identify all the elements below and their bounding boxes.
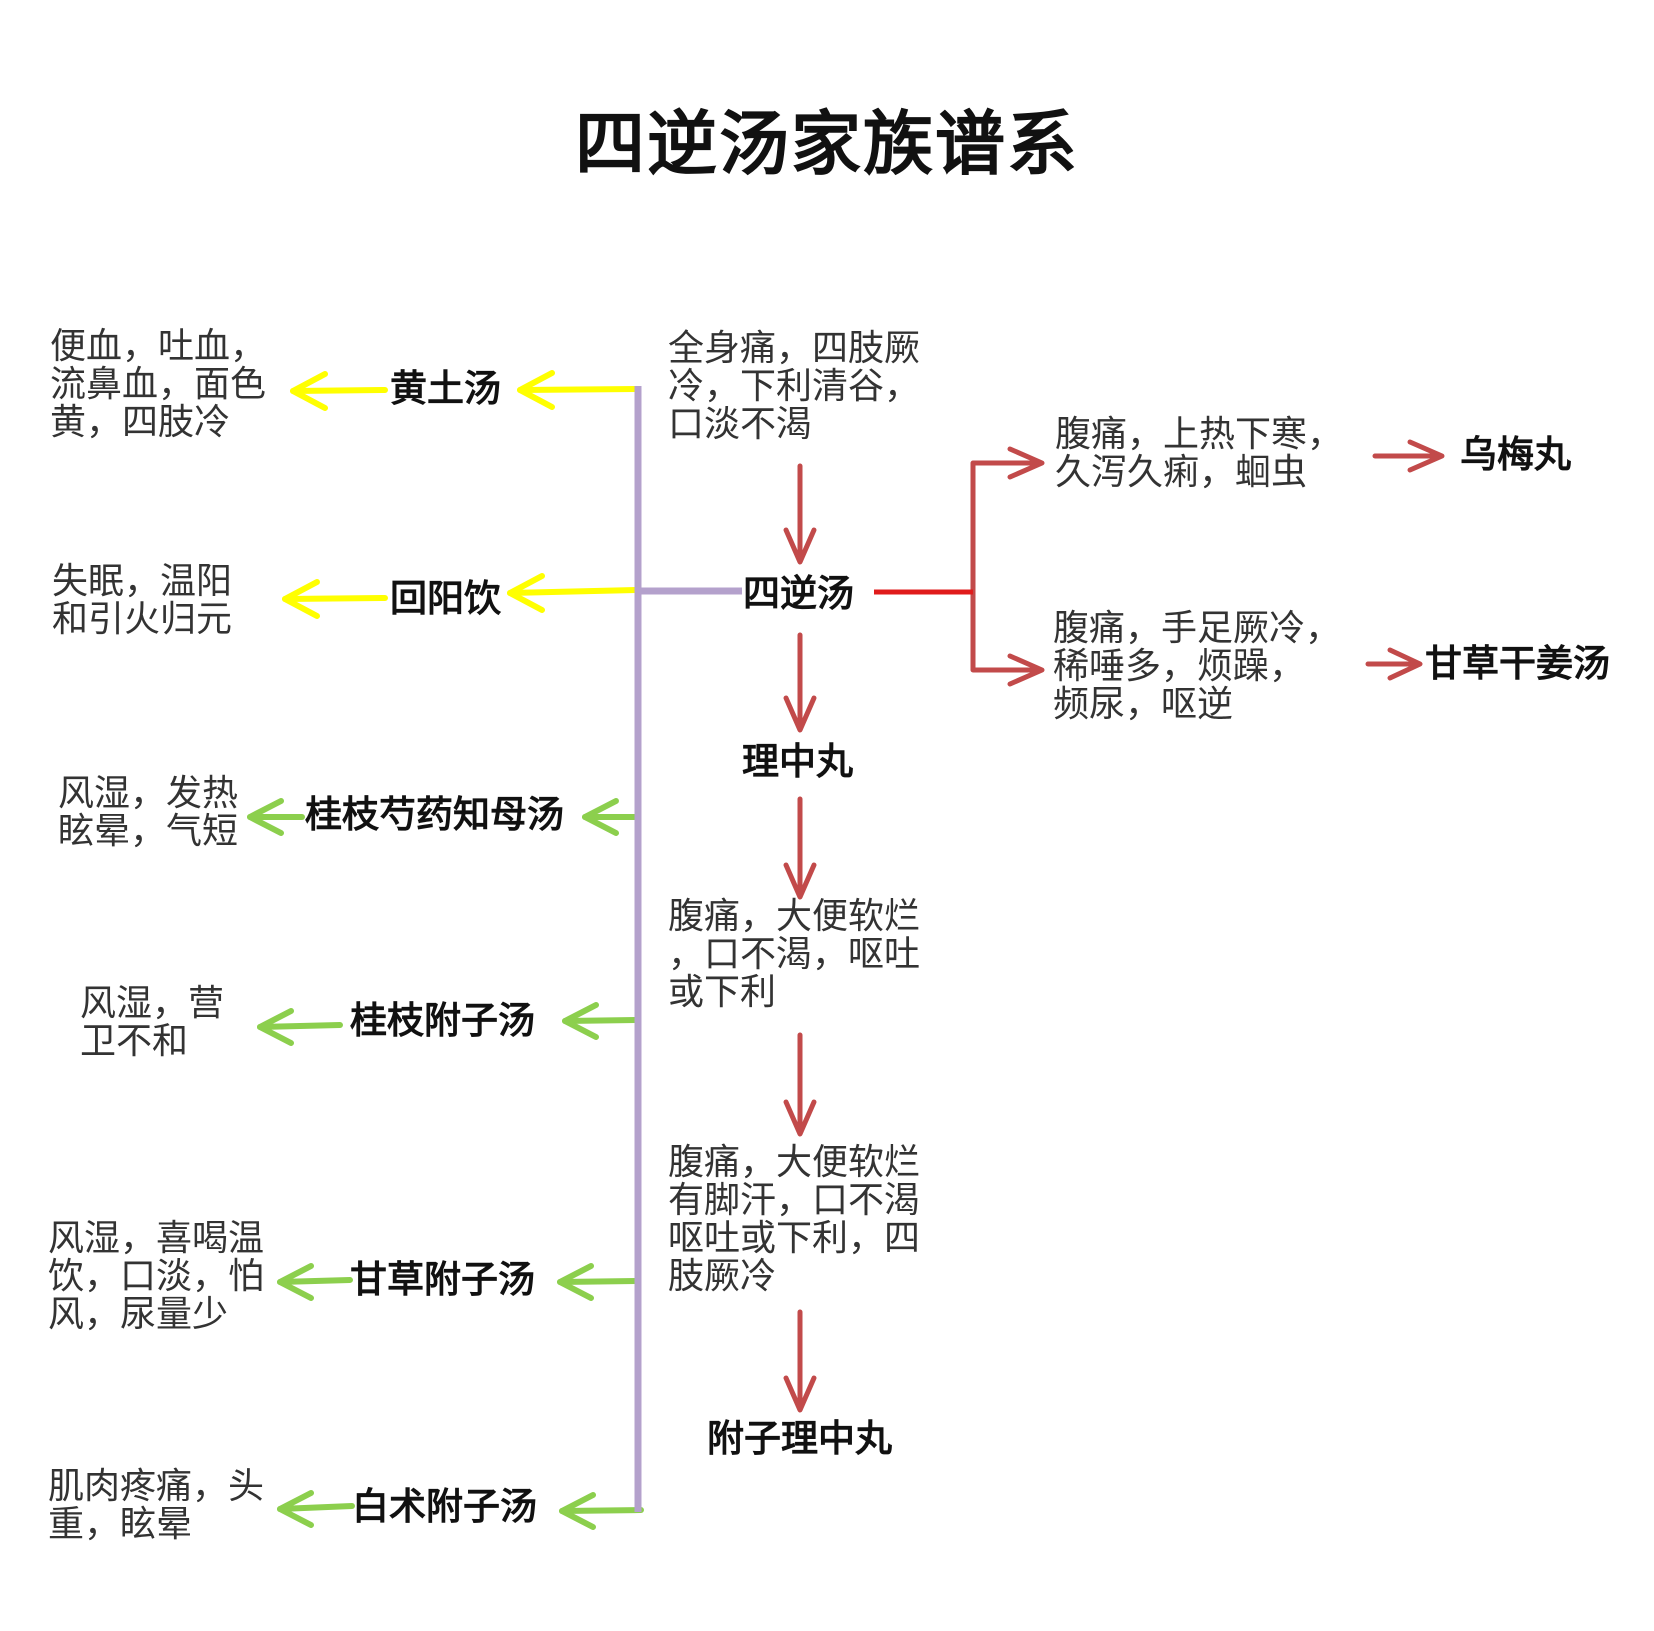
huangtu-indication-text: 便血，吐血， 流鼻血，面色 黄，四肢冷 [50, 326, 267, 443]
arrowhead-huangtu-in [517, 370, 555, 410]
formula-huangtu: 黄土汤 [390, 366, 501, 410]
arrow-guizhifuzi-to-desc [257, 1022, 343, 1030]
arrowhead-desc2-to-desc3 [783, 1099, 817, 1137]
lizhong-indication-text: 腹痛，大便软烂 ，口不渴，呕吐 或下利 [668, 896, 921, 1013]
arrow-huiyang-to-desc [282, 595, 388, 602]
arrowhead-sini-to-lizhong [783, 695, 817, 733]
branch-bracket [970, 460, 1043, 673]
arrowhead-guizhifuzi-in [562, 1002, 599, 1040]
arrowhead-huangtu-desc [290, 371, 328, 411]
arrowhead-branch-lower [1007, 653, 1045, 687]
formula-gancao-ganjiang: 甘草干姜汤 [1425, 641, 1610, 685]
arrowhead-guizhishaoyao-in [582, 798, 619, 836]
arrowhead-desc3-to-fuzilizhong [783, 1375, 817, 1413]
arrowhead-lizhong-to-desc2 [783, 862, 817, 900]
gancao-fuzi-indication-text: 风湿，喜喝温 饮，口淡，怕 风，尿量少 [48, 1218, 265, 1335]
diagram-title: 四逆汤家族谱系 [575, 102, 1079, 185]
arrowhead-to-wumei [1407, 439, 1445, 473]
guizhi-fuzi-indication-text: 风湿，营 卫不和 [80, 983, 225, 1062]
arrowhead-gancaofuzi-desc [277, 1263, 314, 1301]
huiyang-indication-text: 失眠，温阳 和引火归元 [52, 561, 233, 640]
sini-indication-text: 全身痛，四肢厥 冷，下利清谷， 口淡不渴 [668, 328, 921, 445]
wumei-indication-text: 腹痛，上热下寒， 久泻久痢，蛔虫 [1055, 414, 1344, 493]
arrowhead-gancaofuzi-in [557, 1263, 594, 1301]
arrow-trunk-to-huiyang [507, 587, 639, 596]
arrowhead-desc-to-sini [783, 527, 817, 565]
arrowhead-huiyang-desc [282, 579, 320, 619]
arrow-baizhufuzi-to-desc [277, 1503, 355, 1512]
arrowhead-guizhifuzi-desc [257, 1008, 294, 1046]
baizhu-fuzi-indication-text: 肌肉疼痛，头 重，眩晕 [48, 1466, 265, 1545]
arrowhead-baizhufuzi-desc [277, 1490, 314, 1528]
formula-lizhong: 理中丸 [742, 739, 853, 783]
arrow-trunk-to-huangtu [517, 386, 639, 393]
arrow-gancaofuzi-to-desc [277, 1277, 353, 1285]
arrowhead-branch-upper [1007, 446, 1045, 480]
arrow-huangtu-to-desc [290, 387, 388, 394]
formula-gancao-fuzi: 甘草附子汤 [350, 1257, 535, 1301]
guizhi-shaoyao-indication-text: 风湿，发热 眩晕，气短 [58, 773, 239, 852]
formula-guizhi-shaoyao-zhimu: 桂枝芍药知母汤 [305, 792, 564, 836]
formula-guizhi-fuzi: 桂枝附子汤 [350, 998, 535, 1042]
arrowhead-to-gancaoganjiang [1387, 647, 1423, 681]
arrowhead-huiyang-in [507, 573, 545, 613]
formula-sini: 四逆汤 [743, 571, 854, 615]
formula-wumei: 乌梅丸 [1460, 432, 1571, 476]
arrow-trunk-to-guizhifuzi [562, 1017, 639, 1024]
formula-fuzi-lizhong: 附子理中丸 [707, 1416, 892, 1460]
arrow-trunk-to-baizhufuzi [559, 1507, 644, 1514]
arrowhead-baizhufuzi-in [559, 1492, 596, 1530]
arrowhead-guizhishaoyao-desc [247, 798, 284, 836]
formula-huiyang: 回阳饮 [390, 576, 501, 620]
fuzilizhong-indication-text: 腹痛，大便软烂 有脚汗，口不渴 呕吐或下利，四 肢厥冷 [668, 1142, 921, 1297]
arrow-trunk-to-gancaofuzi [557, 1278, 639, 1285]
formula-baizhu-fuzi: 白术附子汤 [352, 1484, 537, 1528]
gancao-ganjiang-indication-text: 腹痛，手足厥冷， 稀唾多，烦躁， 频尿，呕逆 [1053, 608, 1342, 725]
